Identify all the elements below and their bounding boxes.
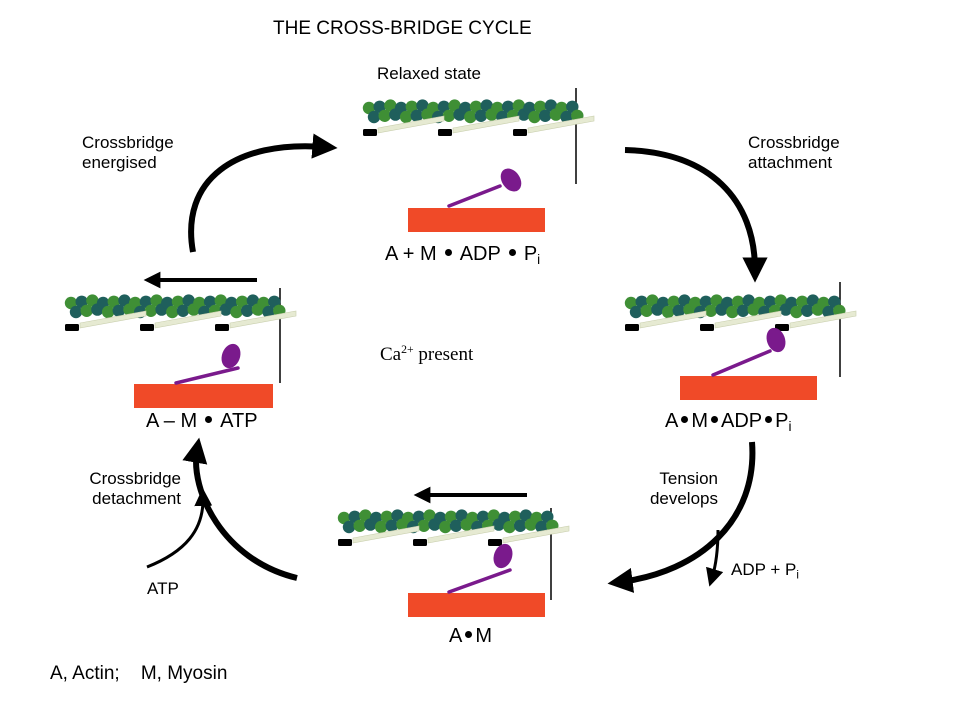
myosin-filament xyxy=(134,384,273,408)
tropomyosin-strand xyxy=(427,525,495,544)
actin-filament xyxy=(337,509,570,546)
tropomyosin-strand xyxy=(452,115,520,134)
myosin-filament xyxy=(408,208,545,232)
troponin-marker xyxy=(140,324,154,331)
myosin-head xyxy=(766,327,786,353)
tropomyosin-strand xyxy=(229,310,297,329)
troponin-marker xyxy=(215,324,229,331)
arrow-energised xyxy=(188,133,338,253)
troponin-marker xyxy=(363,129,377,136)
tropomyosin-strand xyxy=(639,310,707,329)
tropomyosin-strand xyxy=(377,115,445,134)
crossbridge-neck xyxy=(447,184,502,208)
myosin-filament xyxy=(680,376,817,400)
tropomyosin-strand xyxy=(789,310,857,329)
arrow-tension xyxy=(607,441,756,593)
calcium-label: Ca2+ present xyxy=(380,343,474,366)
unit-attached xyxy=(624,282,857,400)
legend: A, Actin; M, Myosin xyxy=(50,663,228,684)
myosin-filament xyxy=(408,593,545,617)
myosin-head xyxy=(500,168,522,192)
actin-filament xyxy=(362,99,595,136)
arrow-adp-release xyxy=(706,529,724,587)
atp-input-label: ATP xyxy=(147,579,179,598)
troponin-marker xyxy=(65,324,79,331)
tropomyosin-strand xyxy=(352,525,420,544)
myosin-head xyxy=(493,543,513,569)
troponin-marker xyxy=(438,129,452,136)
tropomyosin-strand xyxy=(714,310,782,329)
troponin-marker xyxy=(338,539,352,546)
arrow-detachment xyxy=(182,437,298,581)
unit-power xyxy=(337,508,570,617)
arrow-atp-input xyxy=(146,488,213,569)
crossbridge-neck xyxy=(711,349,772,377)
relaxed-state-label: Relaxed state xyxy=(377,64,481,83)
released-products-label: ADP + Pi xyxy=(731,560,799,582)
unit-relaxed xyxy=(362,88,595,232)
arrow-attachment xyxy=(624,147,768,283)
tropomyosin-strand xyxy=(154,310,222,329)
tropomyosin-strand xyxy=(79,310,147,329)
tropomyosin-strand xyxy=(527,115,595,134)
troponin-marker xyxy=(513,129,527,136)
troponin-marker xyxy=(625,324,639,331)
crossbridge-neck xyxy=(174,366,240,385)
unit-detached xyxy=(64,288,297,408)
diagram-title: THE CROSS-BRIDGE CYCLE xyxy=(273,18,532,39)
actin-filament xyxy=(64,294,297,331)
troponin-marker xyxy=(488,539,502,546)
tropomyosin-strand xyxy=(502,525,570,544)
actin-filament xyxy=(624,294,857,331)
myosin-head xyxy=(221,343,241,369)
crossbridge-neck xyxy=(447,568,512,594)
troponin-marker xyxy=(700,324,714,331)
troponin-marker xyxy=(413,539,427,546)
